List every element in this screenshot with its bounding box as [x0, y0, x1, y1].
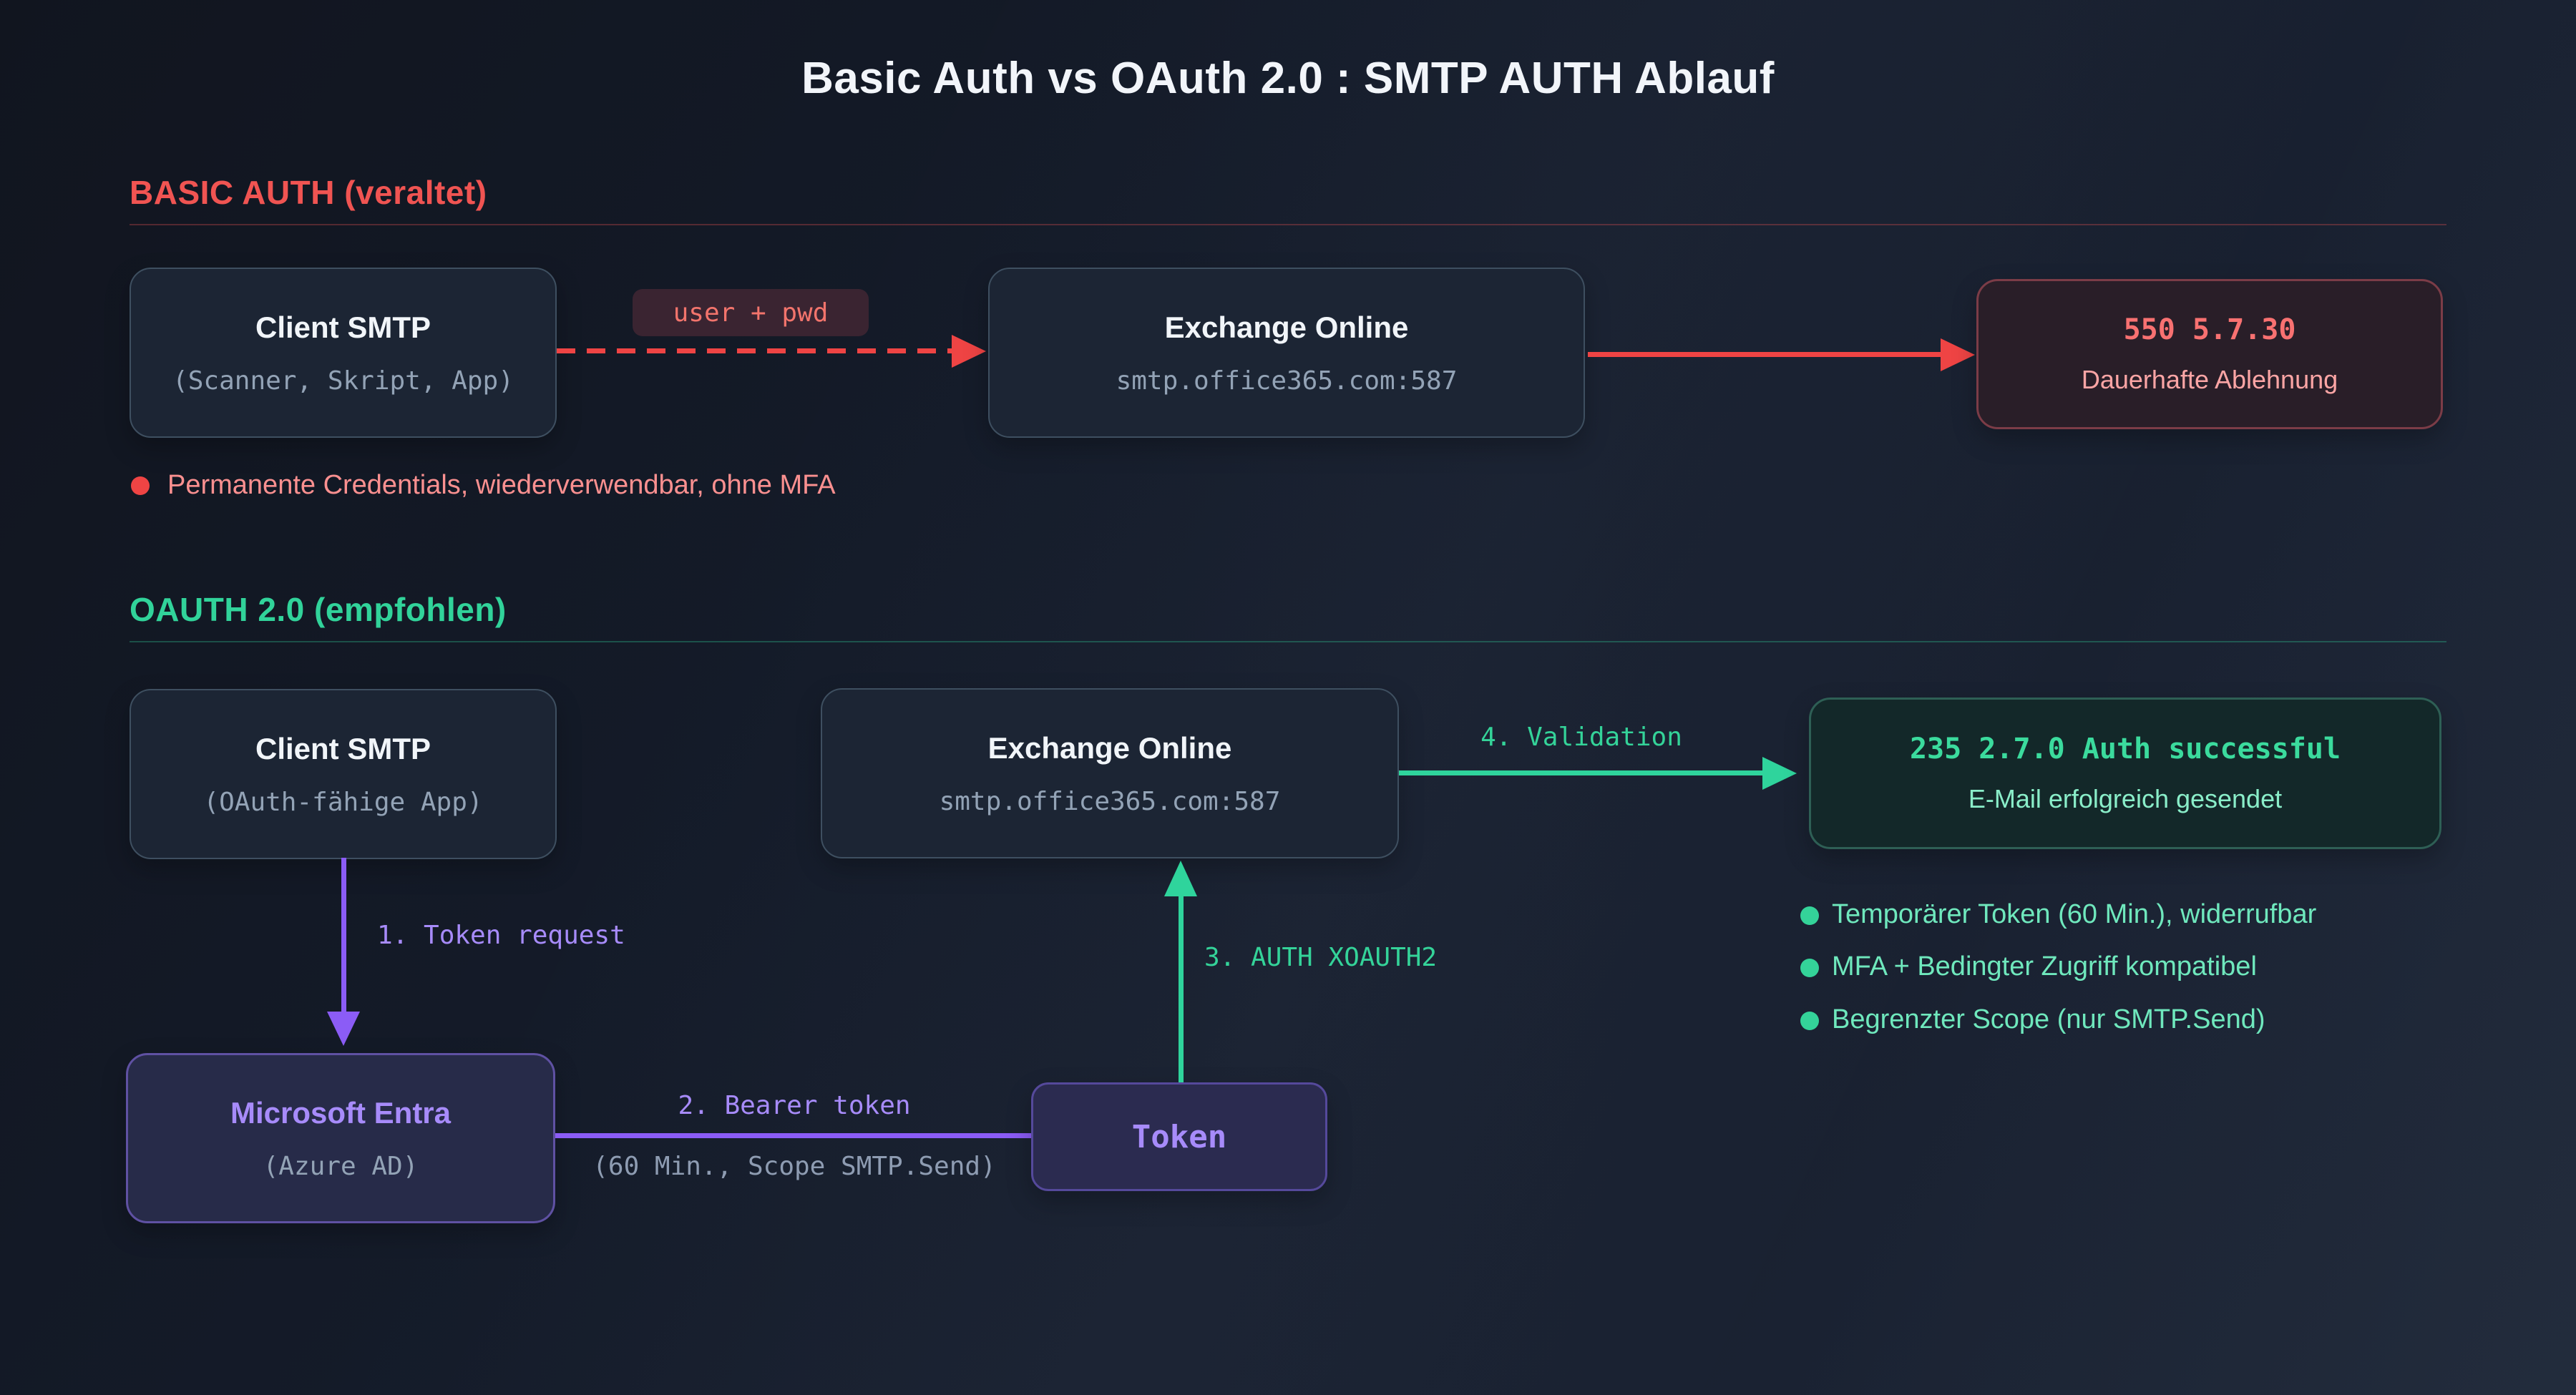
arrow-bearer-token-line	[555, 1133, 1031, 1138]
step1-label: 1. Token request	[377, 921, 625, 950]
node-title: Exchange Online	[987, 730, 1232, 765]
arrow-basic-reject-head	[1941, 338, 1975, 371]
arrow-basic-reject-line	[1588, 352, 1943, 357]
node-subtitle: (Azure AD)	[263, 1151, 419, 1181]
node-basic-client-smtp: Client SMTP (Scanner, Skript, App)	[130, 268, 557, 438]
bullet-dot-red	[131, 476, 150, 495]
oauth-note-3: Begrenzter Scope (nur SMTP.Send)	[1832, 1004, 2265, 1034]
node-title: Exchange Online	[1164, 310, 1409, 344]
basic-auth-heading: BASIC AUTH (veraltet)	[130, 174, 487, 211]
node-subtitle: smtp.office365.com:587	[1116, 366, 1458, 396]
node-oauth-exchange-online: Exchange Online smtp.office365.com:587	[821, 688, 1399, 858]
node-basic-exchange-online: Exchange Online smtp.office365.com:587	[988, 268, 1585, 438]
arrow-token-request-line	[341, 858, 346, 1012]
arrow-basic-credentials-line	[557, 348, 953, 353]
bullet-dot-green	[1800, 959, 1819, 977]
arrow-basic-credentials-head	[952, 335, 986, 368]
oauth-section-divider	[130, 641, 2446, 642]
arrow-xoauth2-line	[1179, 894, 1184, 1082]
bullet-dot-green	[1800, 906, 1819, 925]
node-title: Client SMTP	[255, 310, 431, 344]
node-oauth-result-235: 235 2.7.0 Auth successful E-Mail erfolgr…	[1809, 698, 2441, 849]
step2-label: 2. Bearer token	[678, 1091, 911, 1120]
result-text: Dauerhafte Ablehnung	[2081, 365, 2338, 394]
arrow-token-request-head	[327, 1012, 360, 1046]
node-subtitle: smtp.office365.com:587	[939, 786, 1281, 816]
node-microsoft-entra: Microsoft Entra (Azure AD)	[126, 1053, 555, 1223]
basic-note: Permanente Credentials, wiederverwendbar…	[167, 470, 836, 500]
node-token: Token	[1031, 1082, 1327, 1191]
credentials-badge: user + pwd	[633, 289, 869, 336]
page-title: Basic Auth vs OAuth 2.0 : SMTP AUTH Abla…	[801, 54, 1775, 103]
bullet-dot-green	[1800, 1012, 1819, 1030]
result-code: 550 5.7.30	[2123, 313, 2296, 346]
node-title: Microsoft Entra	[230, 1095, 452, 1130]
step2-detail-label: (60 Min., Scope SMTP.Send)	[592, 1152, 996, 1181]
node-subtitle: (OAuth-fähige App)	[203, 787, 483, 817]
step4-label: 4. Validation	[1480, 723, 1682, 752]
step3-label: 3. AUTH XOAUTH2	[1204, 943, 1438, 972]
node-title: Client SMTP	[255, 731, 431, 765]
arrow-xoauth2-head	[1164, 861, 1197, 896]
oauth-note-1: Temporärer Token (60 Min.), widerrufbar	[1832, 899, 2317, 929]
oauth-note-2: MFA + Bedingter Zugriff kompatibel	[1832, 951, 2257, 982]
node-subtitle: (Scanner, Skript, App)	[172, 366, 514, 396]
node-basic-result-550: 550 5.7.30 Dauerhafte Ablehnung	[1976, 279, 2443, 429]
basic-section-divider	[130, 224, 2446, 225]
node-title: Token	[1131, 1118, 1227, 1155]
arrow-validation-line	[1399, 770, 1764, 775]
oauth-heading: OAUTH 2.0 (empfohlen)	[130, 591, 507, 628]
result-code: 235 2.7.0 Auth successful	[1909, 733, 2341, 765]
node-oauth-client-smtp: Client SMTP (OAuth-fähige App)	[130, 689, 557, 859]
result-text: E-Mail erfolgreich gesendet	[1968, 784, 2283, 813]
arrow-validation-head	[1762, 757, 1797, 790]
